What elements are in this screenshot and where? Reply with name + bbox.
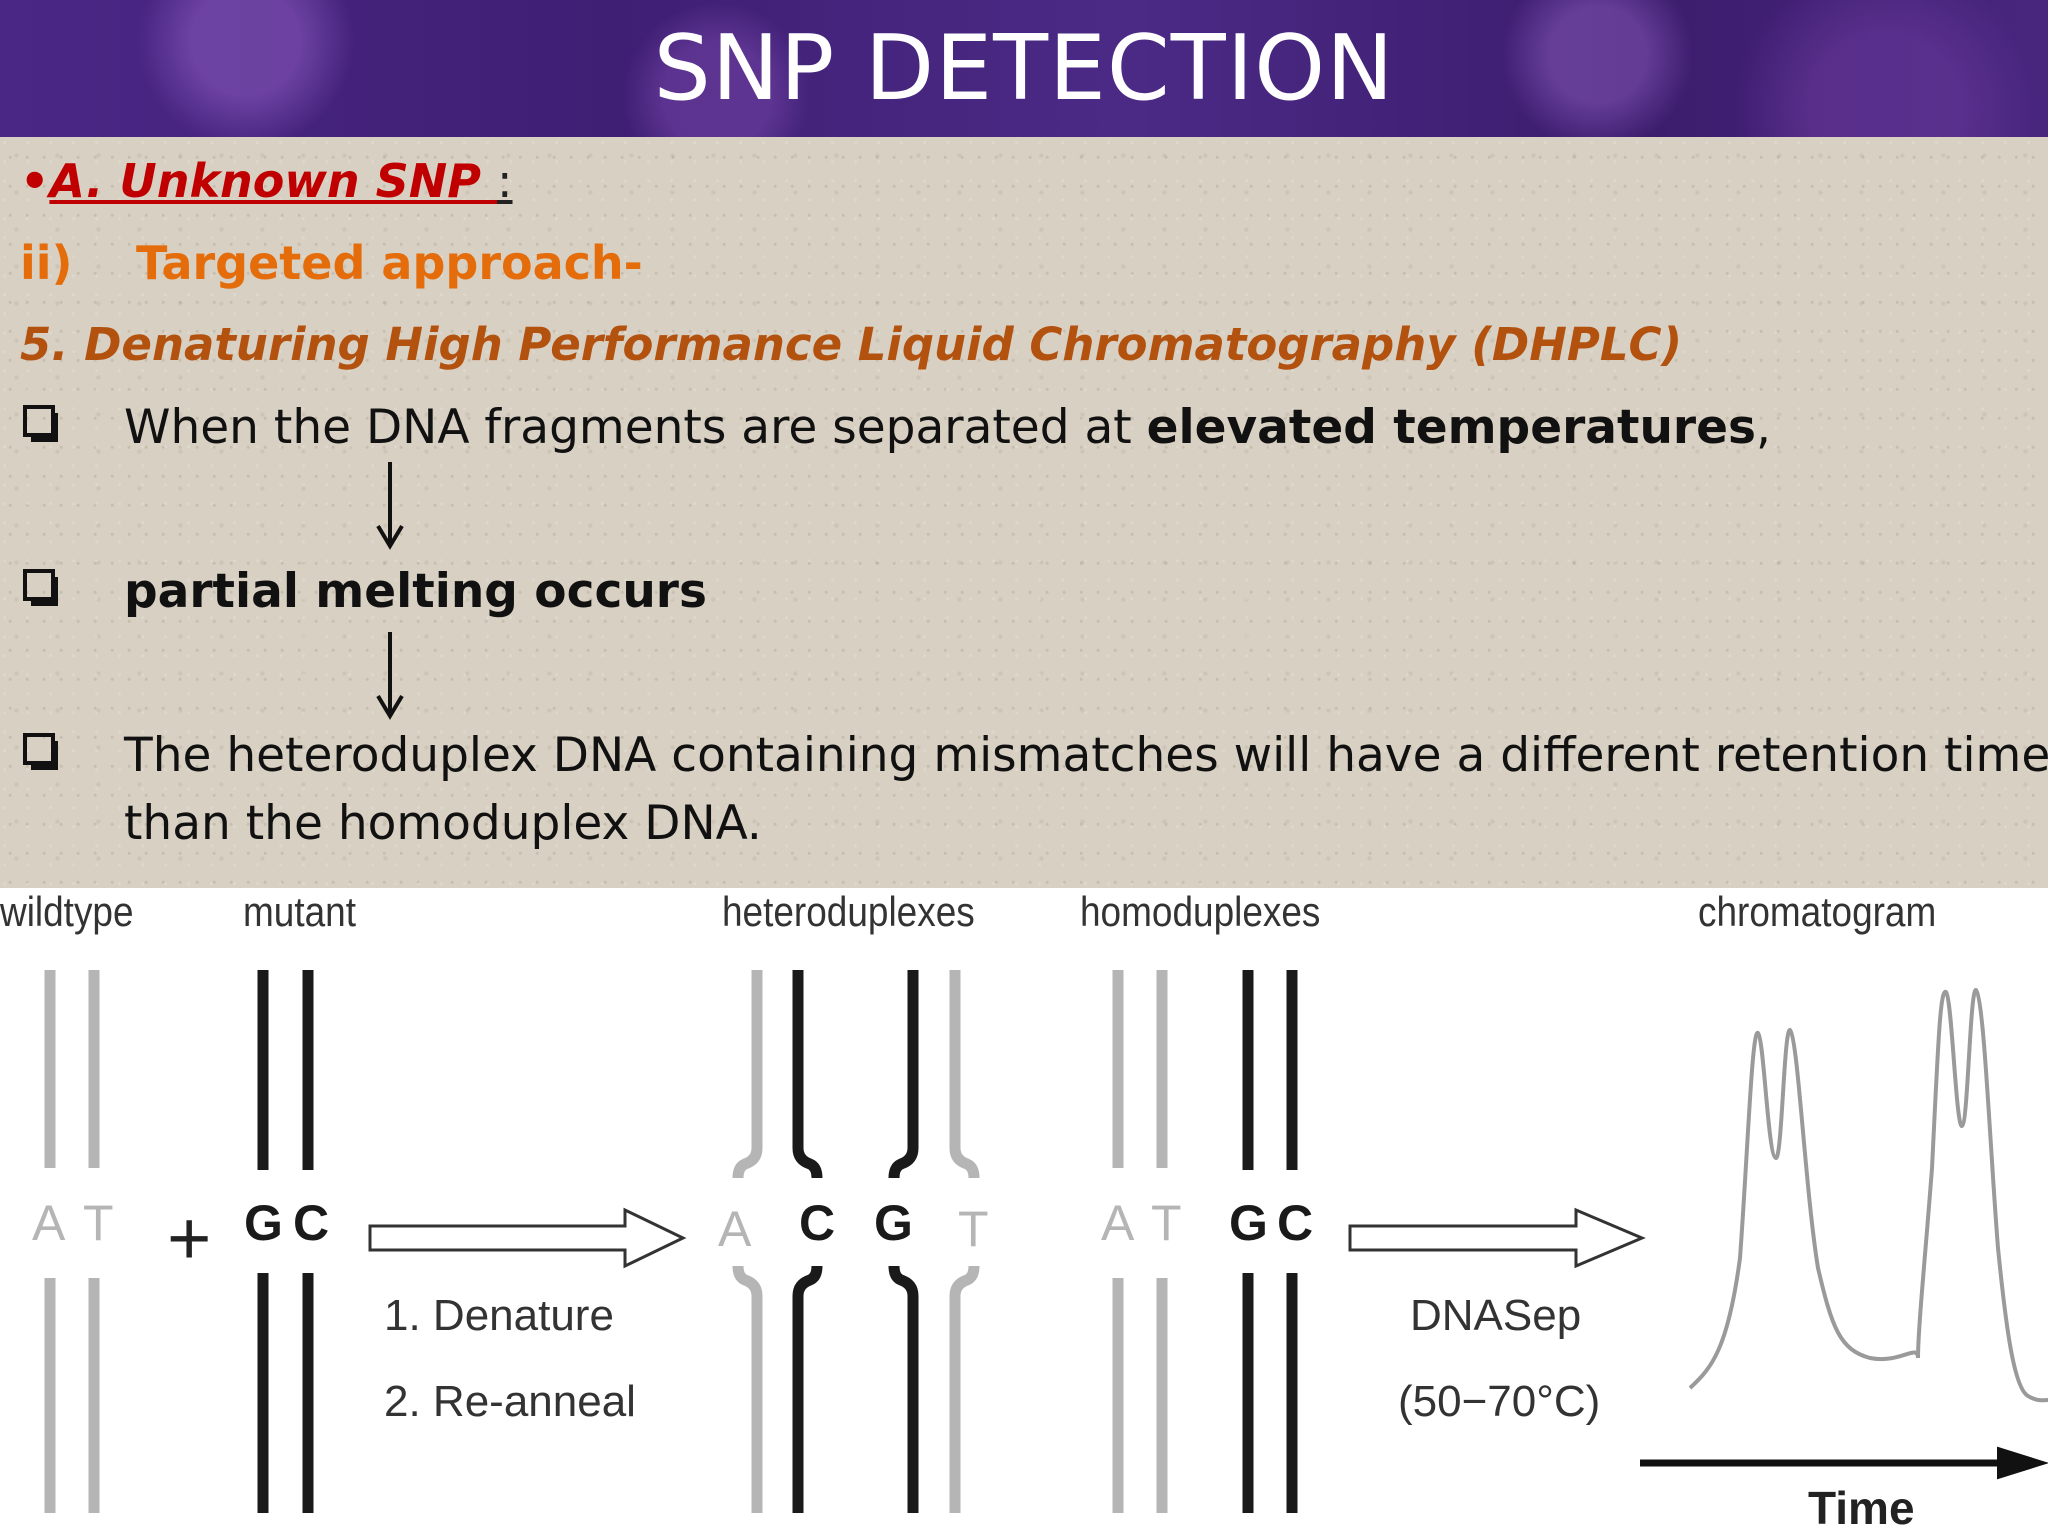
denature-arrow-icon	[368, 1207, 687, 1269]
wildtype-base-2: T	[83, 1195, 114, 1251]
point-3-line-1: The heteroduplex DNA containing mismatch…	[124, 728, 2048, 783]
checkbox-bullet-icon	[23, 405, 58, 442]
step-reanneal: 2. Re-anneal	[384, 1377, 636, 1426]
mutant-base-1: G	[244, 1195, 283, 1251]
text-area	[0, 137, 2048, 888]
column-temperature: (50−70°C)	[1398, 1377, 1600, 1426]
slide-title: SNP DETECTION	[653, 16, 1395, 121]
point-2: partial melting occurs	[124, 564, 707, 619]
down-arrow-icon	[376, 462, 404, 550]
homo-base-4: C	[1277, 1195, 1313, 1251]
subsection-heading: ii) Targeted approach-	[20, 236, 643, 290]
column-name: DNASep	[1410, 1291, 1581, 1340]
point-1-end: ,	[1755, 400, 1771, 455]
hetero-base-1: A	[718, 1201, 752, 1257]
hetero-base-3: G	[874, 1195, 913, 1251]
method-heading: 5. Denaturing High Performance Liquid Ch…	[20, 318, 1683, 371]
title-band: SNP DETECTION	[0, 0, 2048, 137]
label-homoduplexes: homoduplexes	[1080, 888, 1321, 935]
chromatogram-trace	[1688, 987, 2048, 1403]
wildtype-strands	[44, 970, 100, 1513]
homoduplex-gray-strands	[1112, 970, 1168, 1513]
point-2-bold: partial melting occurs	[124, 564, 707, 619]
hetero-base-4: T	[958, 1201, 989, 1257]
mutant-base-2: C	[293, 1195, 329, 1251]
time-axis-label: Time	[1808, 1482, 1915, 1534]
label-wildtype: wildtype	[0, 888, 134, 935]
homo-base-2: T	[1151, 1195, 1182, 1251]
point-1-text: When the DNA fragments are separated at	[124, 400, 1147, 455]
label-chromatogram: chromatogram	[1698, 888, 1937, 935]
hetero-base-2: C	[799, 1195, 835, 1251]
down-arrow-icon	[376, 632, 404, 720]
label-mutant: mutant	[243, 888, 356, 935]
checkbox-bullet-icon	[23, 733, 58, 770]
homo-base-1: A	[1101, 1195, 1135, 1251]
plus-sign: +	[167, 1196, 211, 1281]
wildtype-base-1: A	[32, 1195, 66, 1251]
checkbox-bullet-icon	[23, 569, 58, 606]
diagram-graphic: A T + G C A C G T A T G C 1. Denature 2.…	[32, 970, 2048, 1534]
subsection-number: ii)	[20, 236, 73, 290]
label-heteroduplexes: heteroduplexes	[722, 888, 975, 935]
point-3-line-2: than the homoduplex DNA.	[124, 796, 762, 851]
section-label: A. Unknown SNP	[49, 154, 498, 208]
separation-arrow-icon	[1348, 1207, 1646, 1269]
section-heading: •A. Unknown SNP :	[20, 154, 513, 208]
point-1: When the DNA fragments are separated at …	[124, 400, 1771, 455]
section-bullet: •	[20, 154, 50, 208]
dhplc-diagram: wildtype mutant heteroduplexes homoduple…	[0, 888, 2048, 1536]
subsection-label: Targeted approach-	[136, 236, 643, 290]
homoduplex-black-strands	[1242, 970, 1298, 1513]
mutant-strands	[257, 970, 314, 1513]
homo-base-3: G	[1229, 1195, 1268, 1251]
step-denature: 1. Denature	[384, 1291, 614, 1340]
point-1-bold: elevated temperatures	[1146, 400, 1756, 455]
heteroduplex-2-strands	[888, 970, 980, 1513]
section-colon: :	[497, 154, 513, 208]
heteroduplex-1-strands	[732, 970, 823, 1513]
time-axis-arrow-icon	[1997, 1446, 2048, 1480]
